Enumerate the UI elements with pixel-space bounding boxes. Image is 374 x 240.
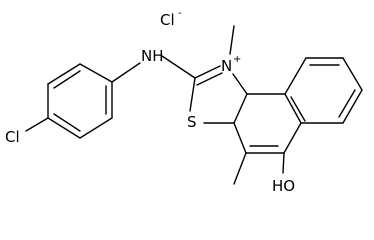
bond xyxy=(25,117,49,132)
bond xyxy=(342,89,363,124)
bond xyxy=(233,152,247,185)
hydroxyl-label: HO xyxy=(272,177,295,195)
bond xyxy=(284,93,302,124)
bond xyxy=(189,77,196,112)
bond xyxy=(283,122,302,154)
nitrogen-charge: + xyxy=(233,54,241,65)
bond xyxy=(282,152,285,174)
bond xyxy=(194,65,221,79)
bond xyxy=(196,72,223,86)
chlorine-label: Cl xyxy=(5,128,20,146)
atom-labels: Cl - Cl NH N + S HO xyxy=(5,8,295,195)
chloride-ion-symbol: Cl xyxy=(160,11,175,29)
bonds xyxy=(25,25,363,185)
bond xyxy=(161,55,196,79)
bond xyxy=(284,57,307,95)
bond xyxy=(79,117,113,139)
bond xyxy=(232,73,248,95)
bond xyxy=(53,113,81,132)
bond xyxy=(47,63,81,85)
chloride-ion-charge: - xyxy=(178,8,182,19)
bond xyxy=(233,93,248,124)
chemical-structure: Cl - Cl NH N + S HO xyxy=(5,8,363,195)
bond xyxy=(111,62,141,83)
thiazolium-nitrogen-label: N xyxy=(221,57,232,75)
bond xyxy=(53,70,81,89)
sulfur-label: S xyxy=(187,113,197,131)
bond xyxy=(338,89,356,118)
amine-label: NH xyxy=(141,47,164,65)
bond xyxy=(229,25,235,55)
bond xyxy=(290,96,306,122)
bond xyxy=(79,63,113,83)
bond xyxy=(233,122,247,154)
bond xyxy=(47,117,81,139)
bond xyxy=(342,57,363,91)
